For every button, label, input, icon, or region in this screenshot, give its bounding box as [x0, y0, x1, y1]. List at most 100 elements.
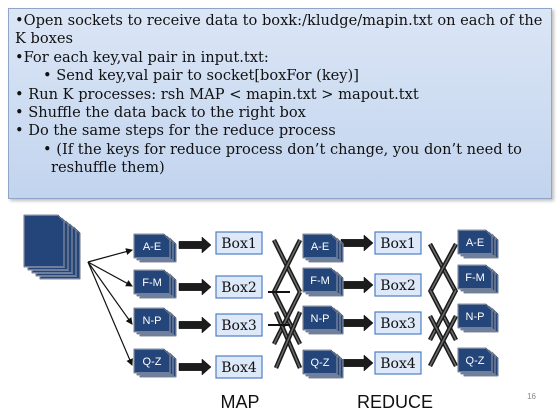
box-frame — [374, 311, 422, 335]
page-outline — [457, 264, 493, 290]
bullet-text-box: •Open sockets to receive data to boxk:/k… — [8, 8, 552, 199]
page-outline — [23, 214, 65, 268]
page-outline — [457, 347, 493, 373]
box-label: Box4 — [221, 360, 257, 376]
page-outline — [302, 267, 338, 293]
output-stack-f-m: F-M — [457, 264, 499, 294]
shuffle-cross-reduce — [428, 242, 458, 294]
bullet-open-sockets: •Open sockets to receive data to boxk:/k… — [15, 12, 543, 48]
page-outline — [302, 233, 338, 259]
box-frame — [215, 231, 263, 255]
range-label: F-M — [465, 272, 485, 284]
map-box-1: Box1 — [215, 231, 263, 255]
mid-stack-a-e: A-E — [302, 233, 344, 263]
box-frame — [374, 231, 422, 255]
shuffle-stroke-highlight — [273, 239, 301, 293]
box-frame — [215, 313, 263, 337]
document-stacks: A-E F-M N-P Q-Z A-E F-M N-P Q-Z A-E F-M N-P Q-Z — [23, 214, 499, 379]
bullet-run-k-processes: • Run K processes: rsh MAP < mapin.txt >… — [15, 85, 419, 103]
shuffle-cross-map — [271, 238, 303, 294]
range-label: N-P — [311, 313, 330, 325]
captions: MAP REDUCE — [220, 392, 433, 412]
shuffle-cross-reduce — [428, 314, 458, 368]
mid-stack-f-m: F-M — [302, 267, 344, 297]
shuffle-cross-map — [271, 290, 303, 346]
page-outline — [302, 305, 338, 331]
range-stack-a-e: A-E — [133, 233, 177, 263]
page-sheet — [23, 214, 65, 268]
shuffle-stroke-highlight — [429, 289, 457, 341]
range-label: N-P — [143, 315, 162, 327]
bullet-shuffle: • Shuffle the data back to the right box — [15, 104, 306, 122]
fan-arrow — [87, 248, 133, 263]
range-stack-q-z: Q-Z — [133, 348, 177, 378]
box-label: Box2 — [221, 280, 257, 296]
arrow-to-reduce-box — [340, 314, 374, 332]
reduce-box-1: Box1 — [374, 231, 422, 255]
page-number: 16 — [527, 392, 536, 401]
shuffle-cross-map — [273, 311, 303, 369]
box-label: Box1 — [221, 236, 257, 252]
range-label: Q-Z — [143, 356, 162, 368]
fan-arrow — [87, 261, 133, 287]
page-outline — [133, 233, 171, 259]
map-box-4: Box4 — [215, 355, 263, 379]
output-stack-n-p: N-P — [457, 303, 499, 333]
reduce-caption: REDUCE — [357, 392, 433, 412]
output-stack-a-e: A-E — [457, 229, 499, 259]
range-label: F-M — [142, 277, 162, 289]
page-outline — [133, 307, 171, 333]
shuffle-stroke-highlight — [429, 315, 457, 367]
bullet-send-key: • Send key,val pair to socket[boxFor (ke… — [43, 67, 359, 85]
bullet-reduce-steps: • Do the same steps for the reduce proce… — [15, 122, 336, 140]
shuffle-cross-reduce — [428, 288, 458, 342]
arrow-to-reduce-box — [340, 276, 374, 294]
box-label: Box1 — [380, 236, 416, 252]
map-box-2: Box2 — [215, 275, 263, 299]
reduce-box-3: Box3 — [374, 311, 422, 335]
arrow-to-reduce-box — [340, 234, 374, 252]
box-frame — [374, 351, 422, 375]
mapreduce-diagram: A-E F-M N-P Q-Z A-E F-M N-P Q-Z A-E F-M N-P Q-Z Box… — [23, 214, 499, 412]
shuffle-stroke-highlight — [275, 311, 301, 369]
page-outline — [133, 348, 171, 374]
fan-arrow — [87, 261, 133, 366]
map-caption: MAP — [220, 392, 259, 412]
connector-lines — [87, 234, 458, 376]
reduce-box-4: Box4 — [374, 351, 422, 375]
arrow-to-reduce-box — [340, 354, 374, 372]
box-label: Box2 — [380, 278, 416, 294]
range-label: Q-Z — [466, 355, 485, 367]
box-label: Box3 — [380, 316, 416, 332]
bullet-for-each-key: •For each key,val pair in input.txt: — [15, 48, 269, 66]
map-box-3: Box3 — [215, 313, 263, 337]
shuffle-stroke-highlight — [273, 291, 301, 345]
page-outline — [457, 229, 493, 255]
page-outline — [133, 269, 171, 295]
box-label: Box3 — [221, 318, 257, 334]
arrow-to-map-box — [178, 236, 212, 254]
range-label: Q-Z — [311, 357, 330, 369]
arrow-to-map-box — [178, 358, 212, 376]
box-label: Box4 — [380, 356, 416, 372]
page-outline — [302, 349, 338, 375]
range-label: N-P — [466, 311, 485, 323]
box-frame — [215, 275, 263, 299]
page-outline — [457, 303, 493, 329]
box-frame — [374, 273, 422, 297]
range-label: A-E — [466, 237, 484, 249]
mid-stack-n-p: N-P — [302, 305, 344, 335]
range-label: F-M — [310, 275, 330, 287]
shuffle-stroke-highlight — [429, 243, 457, 293]
range-stack-n-p: N-P — [133, 307, 177, 337]
mid-stack-q-z: Q-Z — [302, 349, 344, 379]
box-frame — [215, 355, 263, 379]
range-label: A-E — [143, 241, 161, 253]
fan-arrow — [87, 261, 133, 325]
range-label: A-E — [311, 241, 329, 253]
input-stack — [23, 214, 81, 280]
arrow-to-map-box — [178, 278, 212, 296]
output-stack-q-z: Q-Z — [457, 347, 499, 377]
range-stack-f-m: F-M — [133, 269, 177, 299]
